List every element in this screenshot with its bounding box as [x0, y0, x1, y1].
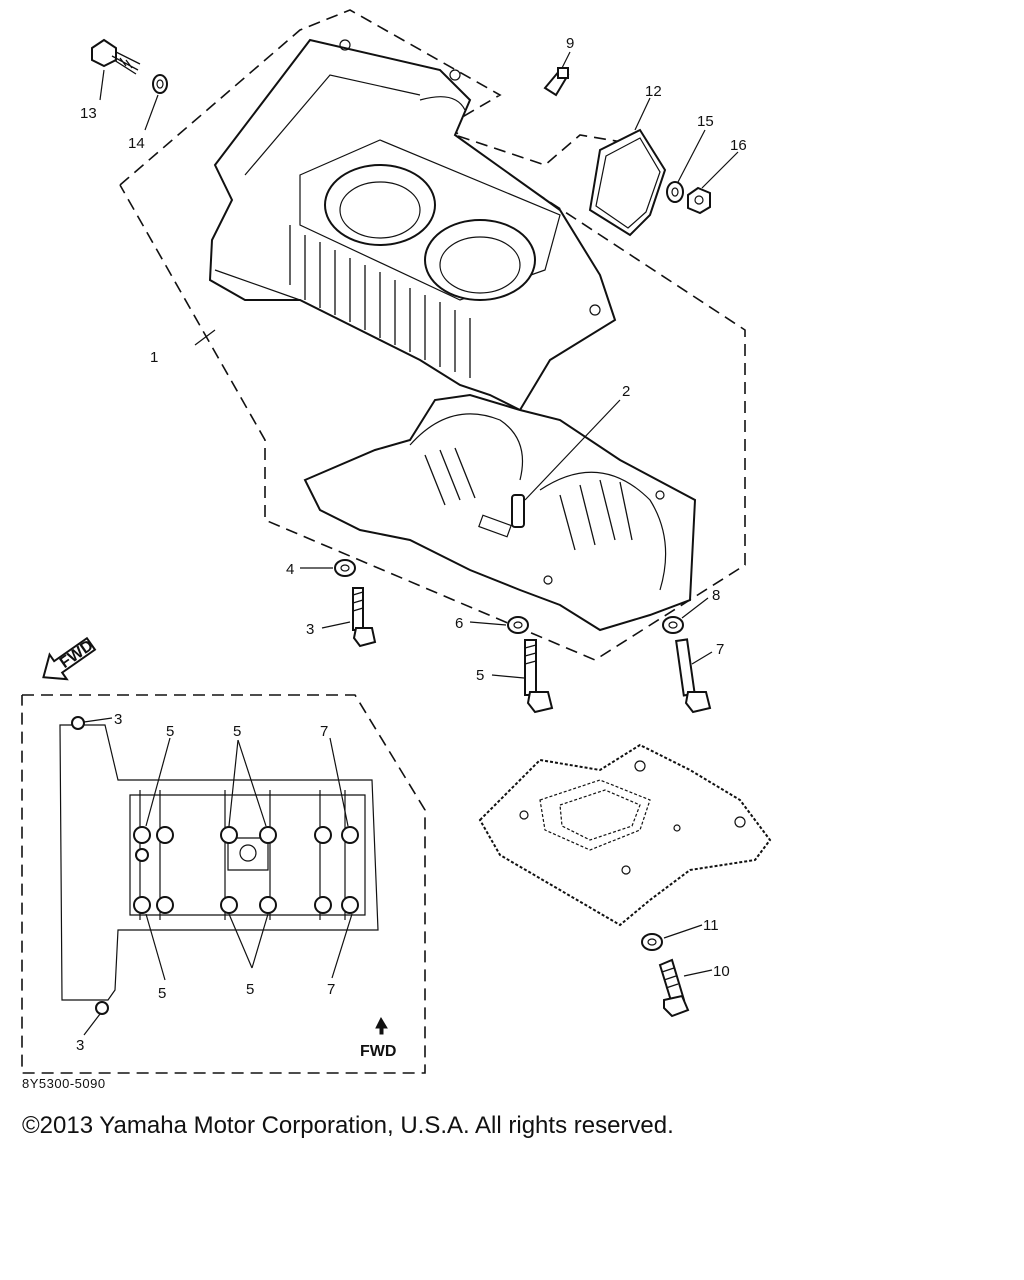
- drawing-code: 8Y5300-5090: [22, 1076, 106, 1091]
- callout-14: 14: [128, 135, 145, 152]
- callout-9: 9: [566, 35, 574, 52]
- copyright-notice: ©2013 Yamaha Motor Corporation, U.S.A. A…: [22, 1112, 674, 1139]
- inset-callout-3-top: 3: [114, 711, 122, 728]
- inset-callout-5-top-left: 5: [166, 723, 174, 740]
- cover-plate-12-icon: [588, 128, 667, 237]
- inset-fwd-label: FWD: [360, 1043, 396, 1060]
- callout-8: 8: [712, 587, 720, 604]
- washer-8-icon: [662, 616, 684, 634]
- bolt-pattern-inset: 3 5 5 7 5 5 7 3 FWD: [21, 694, 426, 1074]
- callout-13: 13: [80, 105, 97, 122]
- skid-plate: [478, 743, 772, 927]
- washer-14-icon: [152, 74, 168, 94]
- callout-6: 6: [455, 615, 463, 632]
- inset-callout-7-bottom: 7: [327, 981, 335, 998]
- callout-2: 2: [622, 383, 630, 400]
- bolt-7-icon: [675, 638, 712, 714]
- inset-callout-5-bottom-mid: 5: [246, 981, 254, 998]
- lower-crankcase: [303, 393, 697, 632]
- callout-10: 10: [713, 963, 730, 980]
- callout-12: 12: [645, 83, 662, 100]
- washer-6-icon: [507, 616, 529, 634]
- callout-16: 16: [730, 137, 747, 154]
- washer-11-icon: [641, 933, 663, 951]
- bolt-5-icon: [524, 639, 554, 714]
- inset-fwd-up-arrow-icon: [375, 1016, 388, 1035]
- callout-15: 15: [697, 113, 714, 130]
- callout-11: 11: [703, 917, 719, 934]
- leader-lines: [99, 51, 739, 679]
- nut-16-icon: [687, 186, 711, 215]
- bolt-13-icon: [91, 38, 141, 75]
- inset-callout-3-bottom: 3: [76, 1037, 84, 1054]
- washer-15-icon: [666, 181, 684, 203]
- bolt-3-icon: [352, 587, 377, 648]
- callout-5: 5: [476, 667, 484, 684]
- callout-4: 4: [286, 561, 294, 578]
- callout-7: 7: [716, 641, 724, 658]
- callout-1: 1: [150, 349, 158, 366]
- inset-callout-5-bottom-left: 5: [158, 985, 166, 1002]
- callout-3: 3: [306, 621, 314, 638]
- inset-callout-7-top: 7: [320, 723, 328, 740]
- fwd-arrow-icon: FWD: [42, 636, 96, 681]
- upper-crankcase: [208, 38, 617, 412]
- diagram-svg: 1 2 4 3 6 5 8 7 9 12 15 16 13 14 FWD: [21, 9, 772, 1074]
- fitting-9-icon: [543, 67, 570, 97]
- inset-bolt-holes: [71, 716, 359, 1015]
- inset-callout-5-top-mid: 5: [233, 723, 241, 740]
- bolt-10-icon: [658, 958, 690, 1018]
- callout-labels: 1 2 4 3 6 5 8 7 9 12 15 16 13 14: [80, 35, 747, 684]
- dowel-pin-2-icon: [511, 494, 525, 528]
- washer-4-icon: [334, 559, 356, 577]
